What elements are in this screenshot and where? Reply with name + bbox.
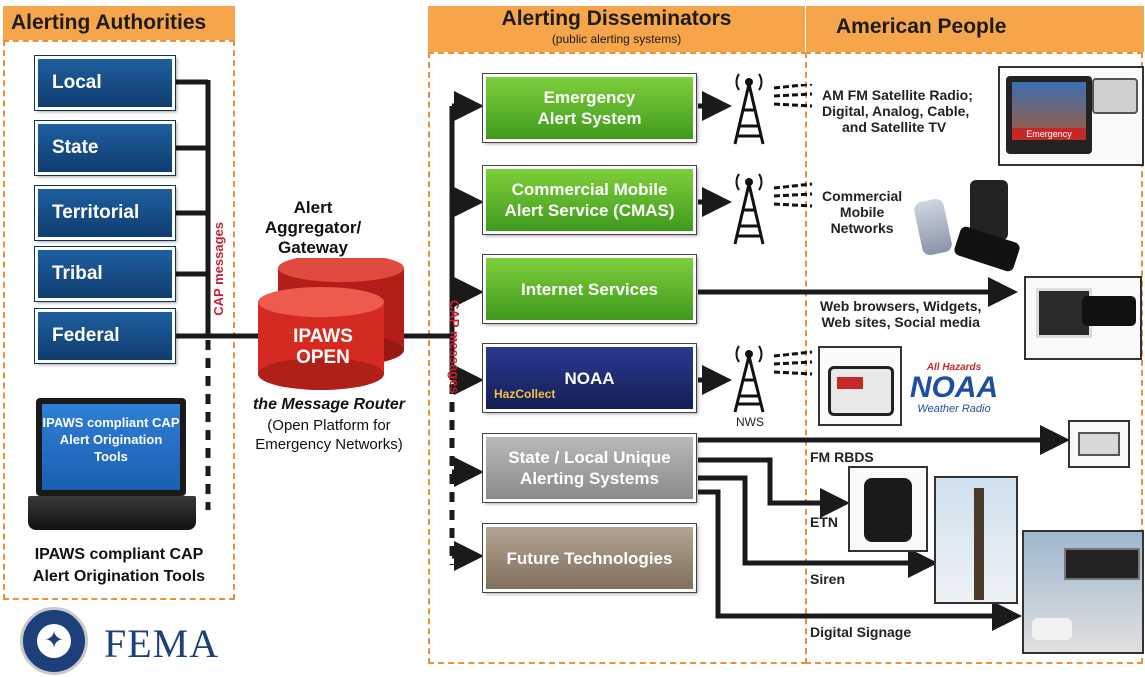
- weather-radio-icon: [828, 366, 894, 416]
- laptop-base: [28, 496, 196, 530]
- mobile-phones-picture: [912, 176, 1030, 273]
- disseminators-title-text: Alerting Disseminators: [501, 7, 732, 30]
- authorities-title: Alerting Authorities: [3, 6, 235, 40]
- nws-label: NWS: [736, 415, 764, 429]
- aggregator-heading: Alert Aggregator/ Gateway: [258, 198, 368, 258]
- authorities-panel: [3, 40, 235, 600]
- open-platform-label: (Open Platform for Emergency Networks): [244, 416, 414, 454]
- weather-radio-picture: [818, 346, 902, 426]
- tv-icon: Emergency: [1006, 76, 1092, 154]
- authority-territorial[interactable]: Territorial: [34, 185, 176, 241]
- eagle-icon: ✦: [37, 624, 71, 658]
- eas-output-line1: AM FM Satellite Radio;: [822, 87, 973, 103]
- siren-picture: [934, 476, 1018, 604]
- cmas-output-line2: Mobile: [839, 204, 885, 220]
- authority-state[interactable]: State: [34, 120, 176, 176]
- disseminator-future-line1: Future Technologies: [506, 548, 673, 568]
- dhs-seal: ✦: [20, 607, 88, 675]
- authority-tribal[interactable]: Tribal: [34, 246, 176, 302]
- flip-phone-icon: [912, 197, 954, 257]
- cmas-output-label: Commercial Mobile Networks: [822, 188, 902, 236]
- authority-federal[interactable]: Federal: [34, 308, 176, 364]
- telephone-picture: [848, 466, 928, 552]
- aggregator-heading-line2: Aggregator/: [264, 218, 362, 237]
- message-router-label: the Message Router: [252, 396, 406, 413]
- internet-output-label: Web browsers, Widgets, Web sites, Social…: [820, 298, 981, 330]
- disseminator-noaa[interactable]: NOAA HazCollect: [482, 343, 697, 413]
- open-platform-line2: Emergency Networks): [255, 436, 403, 453]
- internet-output-line2: Web sites, Social media: [821, 314, 980, 330]
- people-title: American People: [806, 6, 1144, 52]
- smartphone-icon: [952, 225, 1022, 273]
- car-icon: [1032, 618, 1072, 640]
- laptop-caption: IPAWS compliant CAP Alert Origination To…: [14, 544, 224, 588]
- laptop-caption-line2: Alert Origination Tools: [32, 568, 206, 585]
- disseminator-noaa-line1: NOAA: [564, 368, 615, 388]
- eas-output-line2: Digital, Analog, Cable,: [822, 103, 970, 119]
- ipaws-cylinders: [258, 258, 404, 390]
- tv-emergency-banner: Emergency: [1012, 128, 1086, 140]
- noaa-weather-radio-logo: All Hazards NOAA Weather Radio: [908, 338, 1000, 430]
- ipaws-label-line2: OPEN: [296, 347, 350, 368]
- telephone-icon: [864, 478, 912, 542]
- cmas-output-line1: Commercial: [822, 188, 903, 204]
- disseminators-title: Alerting Disseminators (public alerting …: [428, 6, 805, 52]
- tablet-icon: [1082, 296, 1136, 326]
- noaa-logo-sub: Weather Radio: [917, 403, 991, 415]
- eas-output-label: AM FM Satellite Radio; Digital, Analog, …: [822, 87, 973, 135]
- tv-radio-picture: Emergency: [998, 66, 1144, 166]
- fm-rbds-device-picture: [1068, 420, 1130, 468]
- rbds-receiver-icon: [1078, 432, 1120, 456]
- cap-messages-label-right: CAP messages: [447, 300, 462, 394]
- laptop-illustration: IPAWS compliant CAP Alert Origination To…: [28, 398, 196, 532]
- disseminators-subtitle: (public alerting systems): [551, 32, 682, 46]
- radio-icon: [1092, 78, 1138, 114]
- disseminator-cmas-line1: Commercial Mobile: [511, 180, 668, 199]
- cap-messages-label-left: CAP messages: [211, 222, 226, 316]
- aggregator-heading-line3: Gateway: [278, 238, 348, 257]
- computer-picture: [1024, 276, 1142, 360]
- disseminator-eas-line1: Emergency: [543, 88, 636, 107]
- people-panel: [805, 52, 1143, 664]
- noaa-logo-top: All Hazards: [926, 362, 982, 373]
- disseminator-internet[interactable]: Internet Services: [482, 254, 697, 324]
- authority-local[interactable]: Local: [34, 55, 176, 111]
- disseminator-cmas[interactable]: Commercial Mobile Alert Service (CMAS): [482, 165, 697, 235]
- tower-icon-eas: [733, 73, 765, 145]
- disseminator-noaa-sub: HazCollect: [494, 387, 556, 401]
- disseminator-state-local-line1: State / Local Unique: [508, 448, 671, 467]
- ipaws-label-line1: IPAWS: [293, 326, 353, 347]
- fema-wordmark: FEMA: [104, 621, 220, 666]
- eas-output-line3: and Satellite TV: [842, 119, 947, 135]
- aggregator-heading-line1: Alert: [293, 198, 333, 217]
- siren-label: Siren: [810, 571, 846, 587]
- fm-rbds-label: FM RBDS: [810, 449, 874, 465]
- cmas-output-line3: Networks: [830, 220, 894, 236]
- internet-output-line1: Web browsers, Widgets,: [820, 298, 982, 314]
- disseminator-internet-line1: Internet Services: [520, 279, 658, 299]
- siren-pole-icon: [974, 488, 984, 600]
- laptop-screen-text: IPAWS compliant CAP Alert Origination To…: [42, 404, 180, 490]
- highway-sign-picture: [1022, 530, 1144, 654]
- tower-icon-nws: [733, 345, 765, 413]
- disseminator-cmas-line2: Alert Service (CMAS): [504, 201, 675, 220]
- laptop-caption-line1: IPAWS compliant CAP: [34, 546, 204, 563]
- disseminator-state-local-line2: Alerting Systems: [520, 469, 659, 488]
- etn-label: ETN: [810, 514, 838, 530]
- disseminator-eas[interactable]: Emergency Alert System: [482, 73, 697, 143]
- signal-waves: [773, 84, 813, 376]
- laptop-screen: IPAWS compliant CAP Alert Origination To…: [36, 398, 186, 496]
- digital-signage-label: Digital Signage: [810, 624, 912, 640]
- disseminator-state-local[interactable]: State / Local Unique Alerting Systems: [482, 433, 697, 503]
- disseminator-eas-line2: Alert System: [537, 109, 642, 128]
- ipaws-open-label: IPAWS OPEN: [268, 326, 378, 368]
- digital-sign-icon: [1064, 548, 1140, 580]
- open-platform-line1: (Open Platform for: [267, 417, 391, 434]
- tower-icon-cmas: [733, 173, 765, 245]
- disseminator-future[interactable]: Future Technologies: [482, 523, 697, 593]
- noaa-logo-main: NOAA: [909, 371, 999, 404]
